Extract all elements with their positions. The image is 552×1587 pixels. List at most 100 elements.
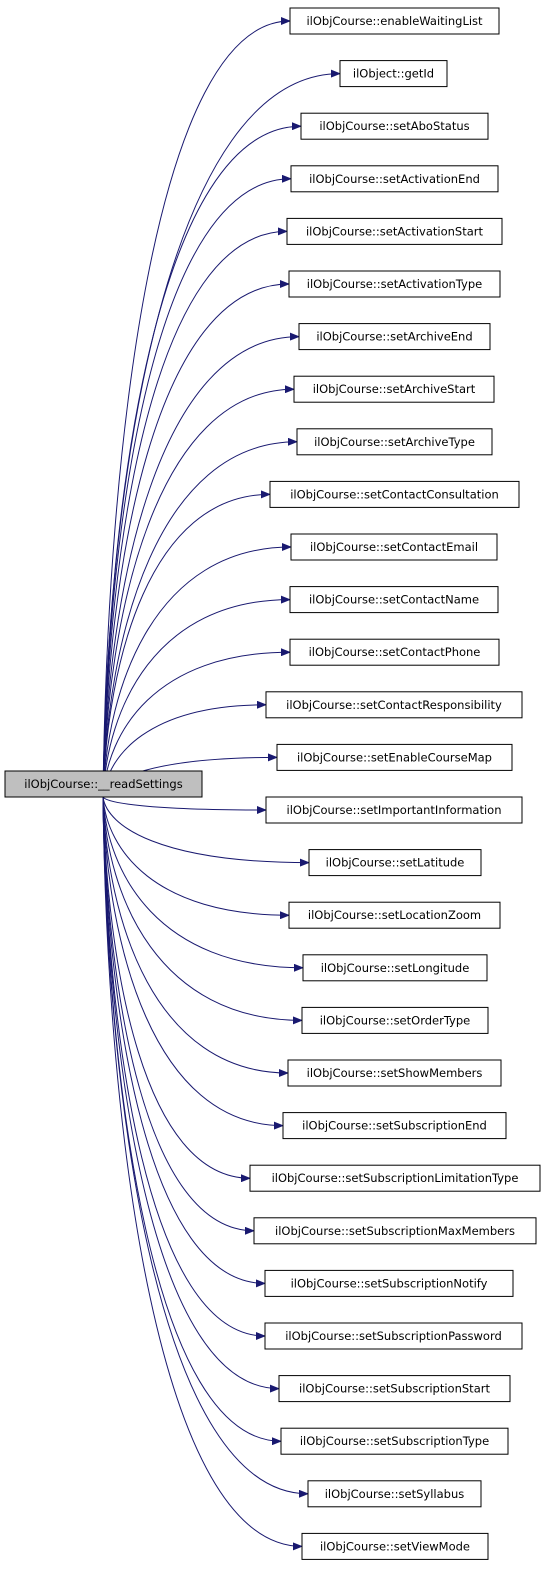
target-node-box: [308, 849, 482, 877]
target-node-box: [276, 743, 513, 771]
target-node-label: ilObjCourse::setArchiveEnd: [316, 330, 472, 344]
target-node[interactable]: ilObjCourse::setContactEmail: [290, 533, 498, 561]
target-node-label: ilObjCourse::setSubscriptionMaxMembers: [275, 1224, 515, 1238]
target-node[interactable]: ilObjCourse::setLatitude: [308, 849, 482, 877]
target-node-label: ilObjCourse::setSubscriptionPassword: [285, 1329, 502, 1343]
source-node-label: ilObjCourse::__readSettings: [24, 777, 182, 791]
target-node[interactable]: ilObjCourse::setAboStatus: [300, 112, 489, 140]
target-node[interactable]: ilObjCourse::setArchiveType: [296, 428, 493, 456]
call-edge: [102, 796, 267, 814]
target-node[interactable]: ilObjCourse::setSubscriptionPassword: [264, 1322, 523, 1350]
target-node[interactable]: ilObjCourse::enableWaitingList: [289, 7, 500, 35]
call-edge: [102, 227, 288, 798]
target-node-box: [286, 217, 503, 245]
call-edge: [102, 796, 251, 1183]
target-node[interactable]: ilObjCourse::setLongitude: [302, 954, 488, 982]
target-node-box: [290, 533, 498, 561]
target-node-label: ilObjCourse::setContactConsultation: [290, 487, 499, 501]
target-node-label: ilObjCourse::setContactPhone: [309, 645, 481, 659]
target-node-label: ilObjCourse::setSubscriptionEnd: [302, 1119, 487, 1133]
target-node[interactable]: ilObjCourse::setSubscriptionMaxMembers: [253, 1217, 537, 1245]
target-node[interactable]: ilObjCourse::setActivationType: [288, 270, 501, 298]
target-node-box: [249, 1164, 541, 1192]
target-node-label: ilObjCourse::setContactName: [309, 593, 479, 607]
target-node-box: [280, 1427, 509, 1455]
target-node-box: [288, 901, 501, 929]
call-edge: [102, 796, 255, 1235]
target-node-label: ilObjCourse::setActivationEnd: [309, 172, 480, 186]
target-node-label: ilObjCourse::setArchiveStart: [313, 382, 476, 396]
target-node-label: ilObjCourse::setShowMembers: [307, 1066, 483, 1080]
target-node[interactable]: ilObjCourse::setEnableCourseMap: [276, 743, 513, 771]
target-node-label: ilObject::getId: [353, 67, 434, 81]
target-node[interactable]: ilObjCourse::setSubscriptionStart: [278, 1375, 511, 1403]
target-node[interactable]: ilObjCourse::setContactConsultation: [269, 480, 520, 508]
target-node-label: ilObjCourse::enableWaitingList: [306, 14, 483, 28]
nodes-layer: ilObjCourse::__readSettings ilObjCourse:…: [4, 7, 541, 1560]
target-node-label: ilObjCourse::setSyllabus: [325, 1487, 465, 1501]
target-node[interactable]: ilObjCourse::setContactResponsibility: [265, 691, 523, 719]
target-node-label: ilObjCourse::setLocationZoom: [308, 908, 481, 922]
target-node[interactable]: ilObjCourse::setSubscriptionEnd: [282, 1112, 507, 1140]
target-node[interactable]: ilObjCourse::setShowMembers: [287, 1059, 502, 1087]
target-node[interactable]: ilObjCourse::setViewMode: [301, 1532, 489, 1560]
target-node-label: ilObjCourse::setAboStatus: [319, 119, 469, 133]
target-node[interactable]: ilObjCourse::setContactName: [289, 586, 499, 614]
target-node-box: [289, 586, 499, 614]
target-node[interactable]: ilObject::getId: [339, 60, 448, 88]
target-node-box: [264, 1269, 514, 1297]
target-node[interactable]: ilObjCourse::setSubscriptionLimitationTy…: [249, 1164, 541, 1192]
target-node-box: [265, 796, 523, 824]
target-node[interactable]: ilObjCourse::setActivationEnd: [290, 165, 499, 193]
target-node-box: [287, 1059, 502, 1087]
target-node[interactable]: ilObjCourse::setLocationZoom: [288, 901, 501, 929]
target-node-label: ilObjCourse::setContactEmail: [310, 540, 478, 554]
target-node[interactable]: ilObjCourse::setSubscriptionType: [280, 1427, 509, 1455]
target-node[interactable]: ilObjCourse::setOrderType: [301, 1006, 489, 1034]
source-node[interactable]: ilObjCourse::__readSettings: [4, 770, 203, 798]
target-node-label: ilObjCourse::setActivationType: [307, 277, 482, 291]
call-edge: [102, 796, 310, 867]
target-node-box: [288, 270, 501, 298]
target-node[interactable]: ilObjCourse::setSubscriptionNotify: [264, 1269, 514, 1297]
call-edge: [102, 280, 290, 798]
target-node-label: ilObjCourse::setViewMode: [320, 1539, 470, 1553]
target-node-box: [302, 954, 488, 982]
call-edge: [102, 796, 266, 1340]
target-node-box: [289, 638, 500, 666]
call-edge: [102, 796, 280, 1393]
target-node-box: [278, 1375, 511, 1403]
call-edge: [102, 385, 295, 798]
call-edge: [102, 595, 291, 798]
target-node-box: [265, 691, 523, 719]
call-edge: [102, 437, 298, 798]
target-node-label: ilObjCourse::setLatitude: [326, 856, 465, 870]
target-node-label: ilObjCourse::setSubscriptionType: [300, 1434, 489, 1448]
target-node-label: ilObjCourse::setOrderType: [320, 1013, 471, 1027]
target-node-box: [339, 60, 448, 88]
target-node-box: [301, 1006, 489, 1034]
call-edge: [102, 796, 309, 1498]
target-node[interactable]: ilObjCourse::setSyllabus: [307, 1480, 482, 1508]
target-node[interactable]: ilObjCourse::setArchiveEnd: [298, 323, 491, 351]
target-node-box: [298, 323, 491, 351]
target-node[interactable]: ilObjCourse::setActivationStart: [286, 217, 503, 245]
target-node[interactable]: ilObjCourse::setArchiveStart: [293, 375, 495, 403]
target-node-box: [269, 480, 520, 508]
target-node-label: ilObjCourse::setImportantInformation: [287, 803, 502, 817]
call-edge: [102, 796, 289, 1077]
target-node-box: [282, 1112, 507, 1140]
target-node-box: [264, 1322, 523, 1350]
target-node-label: ilObjCourse::setArchiveType: [314, 435, 475, 449]
target-node[interactable]: ilObjCourse::setContactPhone: [289, 638, 500, 666]
call-edge: [102, 490, 271, 798]
target-node-label: ilObjCourse::setEnableCourseMap: [297, 750, 492, 764]
target-node-box: [307, 1480, 482, 1508]
target-node[interactable]: ilObjCourse::setImportantInformation: [265, 796, 523, 824]
target-node-box: [300, 112, 489, 140]
target-node-label: ilObjCourse::setSubscriptionStart: [299, 1382, 490, 1396]
target-node-box: [296, 428, 493, 456]
target-node-label: ilObjCourse::setContactResponsibility: [286, 698, 502, 712]
target-node-label: ilObjCourse::setLongitude: [321, 961, 470, 975]
